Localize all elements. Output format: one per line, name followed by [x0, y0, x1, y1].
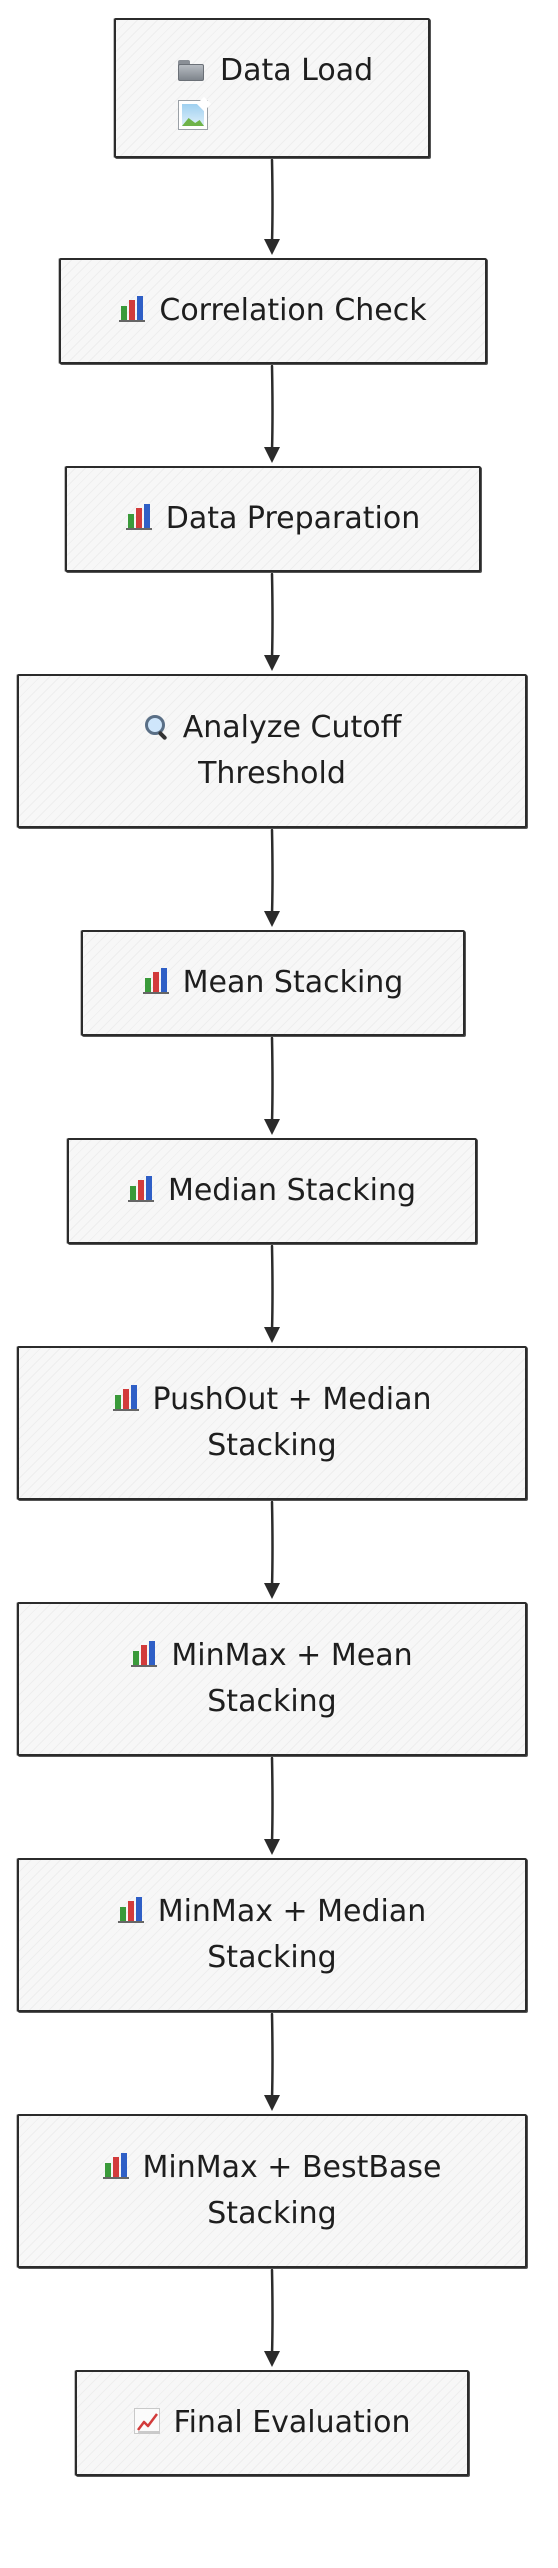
search-icon	[143, 713, 169, 741]
node-label-line2: Stacking	[207, 1684, 337, 1719]
bar-chart-icon	[142, 968, 169, 994]
node-minmax-mean-stacking: MinMax + Mean Stacking	[17, 1602, 527, 1756]
edge-median-stacking-to-pushout-median-stacking	[264, 1244, 280, 1343]
bar-chart-icon	[127, 1176, 154, 1202]
connector-line	[270, 572, 274, 661]
arrowhead	[264, 655, 280, 671]
connector-line	[270, 828, 274, 917]
bar-chart-icon	[125, 504, 152, 530]
arrowhead	[264, 2351, 280, 2367]
arrowhead	[264, 1327, 280, 1343]
node-label: Median Stacking	[167, 1173, 417, 1208]
edge-analyze-cutoff-threshold-to-mean-stacking	[264, 828, 280, 927]
edge-data-preparation-to-analyze-cutoff-threshold	[264, 572, 280, 671]
node-minmax-bestbase-stacking: MinMax + BestBase Stacking	[17, 2114, 527, 2268]
bar-chart-icon	[117, 1897, 144, 1923]
node-label-line1: Analyze Cutoff	[182, 710, 402, 745]
connector-line	[270, 2012, 274, 2101]
node-label-line2: Threshold	[198, 756, 346, 791]
connector-line	[270, 2268, 274, 2357]
arrowhead	[264, 239, 280, 255]
connector-line	[270, 158, 274, 245]
edge-data-load-to-correlation-check	[264, 158, 280, 255]
edge-minmax-mean-stacking-to-minmax-median-stacking	[264, 1756, 280, 1855]
node-label: Data Load	[220, 53, 374, 88]
arrowhead	[264, 1583, 280, 1599]
node-pushout-median-stacking: PushOut + Median Stacking	[17, 1346, 527, 1500]
node-analyze-cutoff-threshold: Analyze Cutoff Threshold	[17, 674, 527, 828]
bar-chart-icon	[119, 296, 146, 322]
node-final-evaluation: Final Evaluation	[75, 2370, 469, 2476]
arrowhead	[264, 911, 280, 927]
arrowhead	[264, 447, 280, 463]
node-data-preparation: Data Preparation	[65, 466, 481, 572]
folder-icon	[176, 58, 206, 82]
edge-minmax-median-stacking-to-minmax-bestbase-stacking	[264, 2012, 280, 2111]
node-label-line1: MinMax + Median	[157, 1894, 427, 1929]
bar-chart-icon	[102, 2153, 129, 2179]
node-label: Final Evaluation	[173, 2405, 411, 2440]
node-label-line1: MinMax + BestBase	[142, 2150, 442, 2185]
node-label-line1: MinMax + Mean	[171, 1638, 413, 1673]
connector-line	[270, 364, 274, 453]
node-data-load: Data Load	[114, 18, 430, 158]
connector-line	[270, 1036, 274, 1125]
edge-minmax-bestbase-stacking-to-final-evaluation	[264, 2268, 280, 2367]
arrowhead	[264, 2095, 280, 2111]
node-median-stacking: Median Stacking	[67, 1138, 477, 1244]
arrowhead	[264, 1119, 280, 1135]
node-label-line2: Stacking	[207, 1428, 337, 1463]
edge-correlation-check-to-data-preparation	[264, 364, 280, 463]
connector-line	[270, 1500, 274, 1589]
connector-line	[270, 1244, 274, 1333]
node-label: Mean Stacking	[182, 965, 404, 1000]
connector-line	[270, 1756, 274, 1845]
node-label: Correlation Check	[159, 293, 427, 328]
broken-image-icon	[178, 96, 212, 130]
node-correlation-check: Correlation Check	[59, 258, 487, 364]
node-mean-stacking: Mean Stacking	[81, 930, 465, 1036]
edge-pushout-median-stacking-to-minmax-mean-stacking	[264, 1500, 280, 1599]
bar-chart-icon	[131, 1641, 158, 1667]
edge-mean-stacking-to-median-stacking	[264, 1036, 280, 1135]
node-label-line2: Stacking	[207, 2196, 337, 2231]
line-chart-icon	[133, 2408, 160, 2434]
bar-chart-icon	[112, 1385, 139, 1411]
node-label-line1: PushOut + Median	[152, 1382, 432, 1417]
node-label: Data Preparation	[165, 501, 421, 536]
node-minmax-median-stacking: MinMax + Median Stacking	[17, 1858, 527, 2012]
node-label-line2: Stacking	[207, 1940, 337, 1975]
arrowhead	[264, 1839, 280, 1855]
